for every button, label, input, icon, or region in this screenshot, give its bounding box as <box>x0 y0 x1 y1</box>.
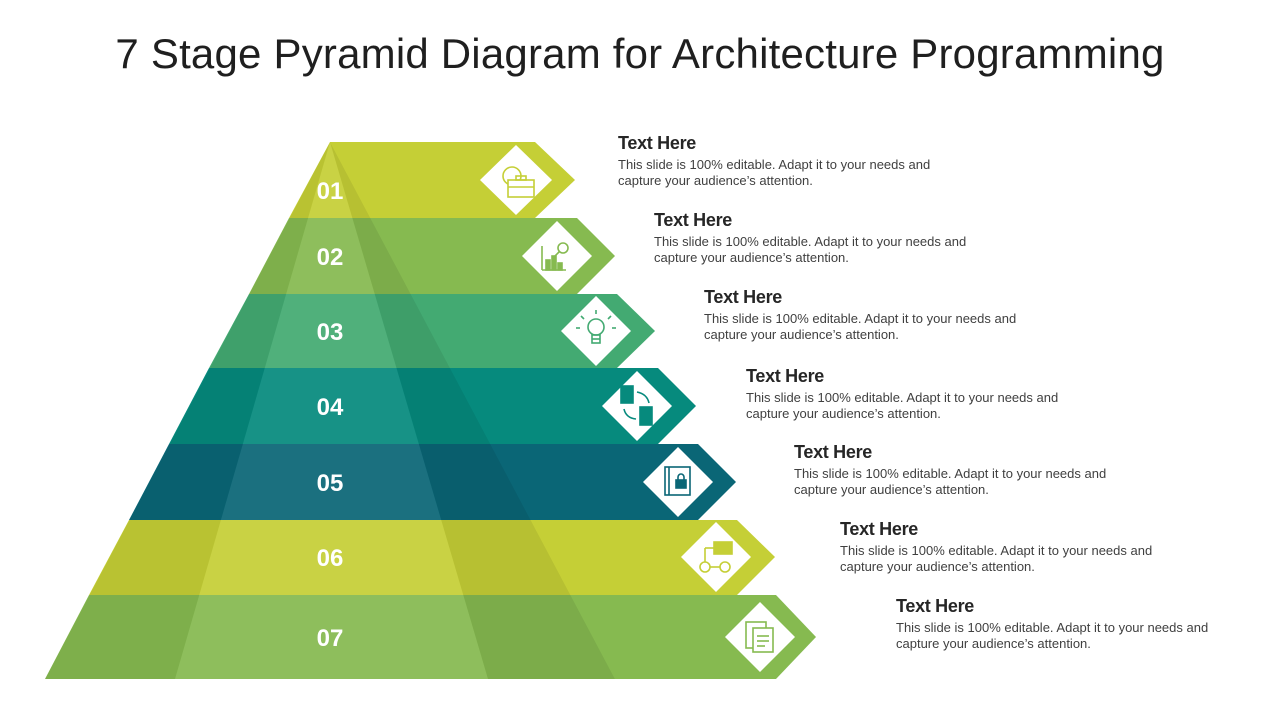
flowchart-icon <box>699 541 733 573</box>
diamond-02 <box>522 221 592 291</box>
stage-number: 07 <box>317 625 344 652</box>
lightbulb-icon <box>576 310 616 344</box>
stage-label-05: Text Here This slide is 100% editable. A… <box>794 442 1154 498</box>
stage-heading: Text Here <box>654 210 733 230</box>
buildings-exchange-icon <box>620 385 653 426</box>
diamond-04 <box>602 371 672 441</box>
stage-heading: Text Here <box>896 596 975 616</box>
page-title: 7 Stage Pyramid Diagram for Architecture… <box>115 30 1165 77</box>
pyramid-facets <box>45 142 615 679</box>
stage-label-01: Text Here This slide is 100% editable. A… <box>618 133 978 189</box>
book-lock-icon <box>664 466 691 496</box>
diamond-06 <box>681 522 751 592</box>
stage-description: This slide is 100% editable. Adapt it to… <box>840 543 1153 574</box>
stage-description: This slide is 100% editable. Adapt it to… <box>704 311 1017 342</box>
stage-label-02: Text Here This slide is 100% editable. A… <box>654 210 1014 266</box>
stage-description: This slide is 100% editable. Adapt it to… <box>896 620 1209 651</box>
stage-number: 06 <box>317 545 344 572</box>
stage-band-02 <box>249 218 615 294</box>
stage-heading: Text Here <box>746 366 825 386</box>
stage-heading: Text Here <box>618 133 697 153</box>
stage-number: 01 <box>317 178 344 205</box>
stage-description: This slide is 100% editable. Adapt it to… <box>654 234 967 265</box>
stage-heading: Text Here <box>704 287 783 307</box>
stage-label-07: Text Here This slide is 100% editable. A… <box>896 596 1256 652</box>
chart-magnifier-icon <box>541 242 569 271</box>
diamond-03 <box>561 296 631 366</box>
stage-band-03 <box>209 294 655 368</box>
stage-band-04 <box>169 368 696 444</box>
gear-briefcase-icon <box>502 166 535 198</box>
stage-description: This slide is 100% editable. Adapt it to… <box>746 390 1059 421</box>
stage-description: This slide is 100% editable. Adapt it to… <box>794 466 1107 497</box>
diamond-05 <box>643 447 713 517</box>
stage-number: 05 <box>317 470 344 497</box>
stage-label-06: Text Here This slide is 100% editable. A… <box>840 519 1200 575</box>
documents-icon <box>745 621 774 653</box>
stage-band-05 <box>129 444 736 520</box>
stage-band-06 <box>89 520 775 595</box>
stage-heading: Text Here <box>840 519 919 539</box>
stage-label-03: Text Here This slide is 100% editable. A… <box>704 287 1064 343</box>
stage-heading: Text Here <box>794 442 873 462</box>
stage-number: 03 <box>317 319 344 346</box>
diamond-01 <box>480 145 552 215</box>
stage-number: 02 <box>317 244 344 271</box>
stage-label-04: Text Here This slide is 100% editable. A… <box>746 366 1106 422</box>
diamond-07 <box>725 602 795 672</box>
stage-band-07 <box>45 595 816 679</box>
stage-number: 04 <box>317 394 344 421</box>
stage-description: This slide is 100% editable. Adapt it to… <box>618 157 931 188</box>
